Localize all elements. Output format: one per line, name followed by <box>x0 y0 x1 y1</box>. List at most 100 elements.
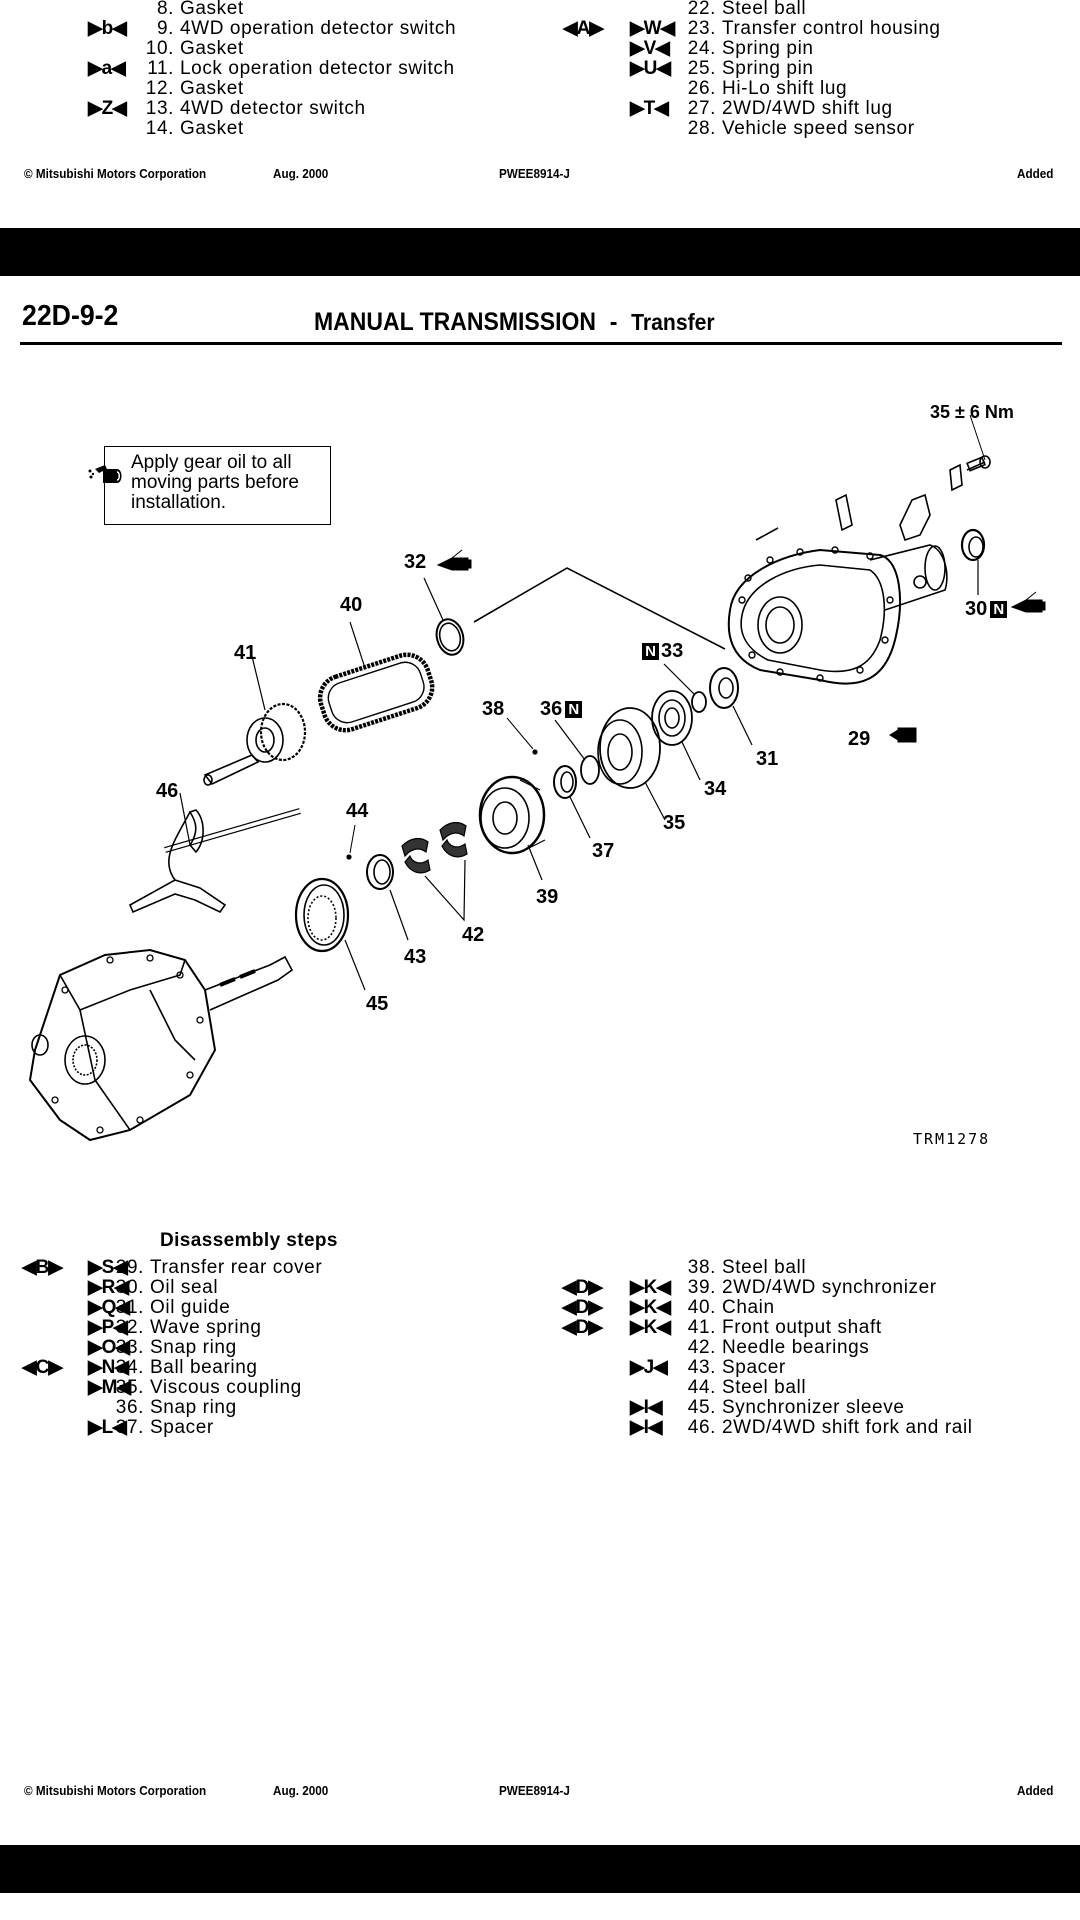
callout-number: 29 <box>848 728 871 750</box>
step-item: 10.Gasket <box>130 39 244 59</box>
step-item: 37.Spacer <box>100 1418 214 1438</box>
step-number: 29. <box>115 1257 144 1278</box>
step-label: Hi-Lo shift lug <box>722 78 848 99</box>
step-item: 23.Transfer control housing <box>672 19 941 39</box>
part-30-oil-seal <box>960 528 986 595</box>
service-point-mark: ▶V◀ <box>630 38 670 59</box>
assembly-guide-line <box>473 567 726 650</box>
step-item: 25.Spring pin <box>672 59 814 79</box>
callout-number: 40 <box>340 594 363 616</box>
step-item: 27.2WD/4WD shift lug <box>672 99 893 119</box>
callout-46: 46 <box>156 780 178 803</box>
callout-44: 44 <box>346 800 368 823</box>
step-number: 12. <box>145 78 174 99</box>
step-label: Vehicle speed sensor <box>722 118 915 139</box>
service-point-mark: ▶M◀ <box>88 1377 131 1398</box>
step-item: 14.Gasket <box>130 119 244 139</box>
part-31-oil-guide <box>709 667 753 746</box>
footer-status: Added <box>1017 166 1054 181</box>
step-label: Viscous coupling <box>150 1377 302 1398</box>
step-label: Steel ball <box>722 1257 807 1278</box>
step-label: 2WD/4WD synchronizer <box>722 1277 937 1298</box>
step-label: Steel ball <box>722 1377 807 1398</box>
step-label: 4WD operation detector switch <box>180 18 457 39</box>
step-number: 46. <box>687 1417 716 1438</box>
callout-number: 38 <box>482 698 505 720</box>
service-point-mark: ▶P◀ <box>88 1317 128 1338</box>
step-label: 2WD/4WD shift lug <box>722 98 893 119</box>
gear-oil-can-icon <box>88 465 122 483</box>
step-item: 41.Front output shaft <box>672 1318 882 1338</box>
part-36-snap-ring <box>554 719 600 785</box>
step-number: 24. <box>687 38 716 59</box>
step-label: Needle bearings <box>722 1337 870 1358</box>
callout-38: 38 <box>482 698 504 721</box>
service-point-mark: ▶I◀ <box>630 1397 663 1418</box>
callout-number: 36 <box>540 698 563 720</box>
callout-number: 34 <box>704 778 727 800</box>
part-34-ball-bearing <box>651 690 701 781</box>
step-number: 32. <box>115 1317 144 1338</box>
step-item: 13.4WD detector switch <box>130 99 366 119</box>
step-label: 4WD detector switch <box>180 98 366 119</box>
step-item: 32.Wave spring <box>100 1318 262 1338</box>
transfer-case-body <box>28 948 294 1142</box>
step-number: 42. <box>687 1337 716 1358</box>
callout-37: 37 <box>592 840 614 863</box>
step-number: 40. <box>687 1297 716 1318</box>
grease-gun-icon <box>1010 591 1046 613</box>
step-number: 45. <box>687 1397 716 1418</box>
step-item: 22.Steel ball <box>672 0 806 19</box>
service-point-mark: ▶W◀ <box>630 18 675 39</box>
part-32-wave-spring <box>423 577 465 656</box>
torque-spec: 35 ± 6 Nm <box>930 402 1014 422</box>
header-rule <box>20 342 1062 345</box>
step-item: 43.Spacer <box>672 1358 786 1378</box>
part-45-synchronizer-sleeve <box>294 877 366 991</box>
step-number: 41. <box>687 1317 716 1338</box>
step-item: 31.Oil guide <box>100 1298 230 1318</box>
step-item: 28. Vehicle speed sensor <box>672 119 915 139</box>
footer-date: Aug. 2000 <box>273 166 329 181</box>
step-number: 44. <box>687 1377 716 1398</box>
step-item: 24.Spring pin <box>672 39 814 59</box>
part-29-rear-cover <box>727 463 963 685</box>
service-point-mark: ▶O◀ <box>88 1337 130 1358</box>
service-point-mark: ▶L◀ <box>88 1417 127 1438</box>
gear-oil-note: Apply gear oil to all moving parts befor… <box>88 446 331 525</box>
step-number: 25. <box>687 58 716 79</box>
part-37-spacer <box>553 765 591 839</box>
step-number: 26. <box>687 78 716 99</box>
step-item: 40. Chain <box>672 1298 775 1318</box>
part-41-front-output-shaft <box>203 647 307 786</box>
step-item: 12.Gasket <box>130 79 244 99</box>
callout-42: 42 <box>462 924 484 947</box>
part-44-steel-ball <box>346 824 356 860</box>
step-label: Lock operation detector switch <box>180 58 455 79</box>
callout-number: 42 <box>462 924 485 946</box>
callout-39: 39 <box>536 886 558 909</box>
part-40-chain <box>317 621 435 733</box>
callout-29: 29 <box>848 728 870 751</box>
footer-status: Added <box>1017 1783 1054 1798</box>
callout-number: 35 <box>663 812 686 834</box>
step-number: 34. <box>115 1357 144 1378</box>
step-number: 35. <box>115 1377 144 1398</box>
step-label: Transfer rear cover <box>150 1257 323 1278</box>
step-label: Chain <box>722 1297 775 1318</box>
service-point-mark: ▶b◀ <box>88 18 127 39</box>
step-number: 31. <box>115 1297 144 1318</box>
reference-group-mark: ◀D▶ <box>562 1317 603 1338</box>
footer-code: PWEE8914-J <box>499 1783 570 1798</box>
callout-41: 41 <box>234 642 256 665</box>
footer-date: Aug. 2000 <box>273 1783 329 1798</box>
bolt <box>966 414 991 472</box>
step-item: 42. Needle bearings <box>672 1338 869 1358</box>
step-number: 22. <box>687 0 716 19</box>
part-46-shift-fork-rail <box>128 792 301 914</box>
step-number: 8. <box>156 0 174 19</box>
step-item: 11.Lock operation detector switch <box>130 59 455 79</box>
step-number: 28. <box>687 118 716 139</box>
